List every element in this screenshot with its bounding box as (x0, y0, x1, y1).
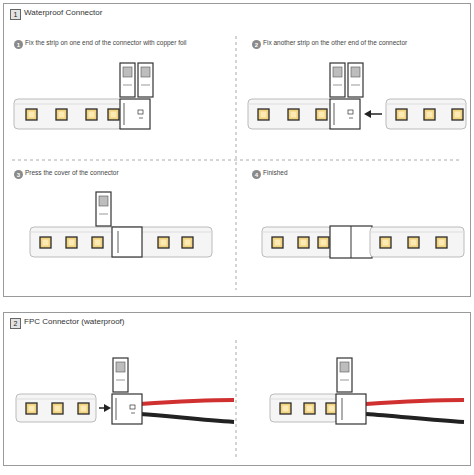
number-text: 1 (14, 11, 18, 18)
section-number: 1 (10, 9, 21, 20)
section-title: Waterproof Connector (24, 8, 102, 17)
step-instruction: Fix the strip on one end of the connecto… (25, 39, 187, 46)
section-panel: Waterproof Connector 1 1 2 3 4 (3, 3, 471, 297)
number-text: 4 (255, 172, 258, 178)
step-instruction: Press the cover of the connector (25, 169, 119, 176)
number-text: 3 (17, 172, 20, 178)
step-instruction: Finished (263, 169, 288, 176)
section-number: 2 (10, 318, 21, 329)
number-text: 1 (17, 42, 20, 48)
section-title: FPC Connector (waterproof) (24, 317, 124, 326)
step-instruction: Fix another strip on the other end of th… (263, 39, 407, 46)
number-text: 2 (255, 42, 258, 48)
step-number: 4 (252, 170, 261, 179)
step-number: 3 (14, 170, 23, 179)
section-panel: FPC Connector (waterproof) 2 (3, 312, 471, 466)
step-number: 1 (14, 40, 23, 49)
step-number: 2 (252, 40, 261, 49)
number-text: 2 (14, 320, 18, 327)
